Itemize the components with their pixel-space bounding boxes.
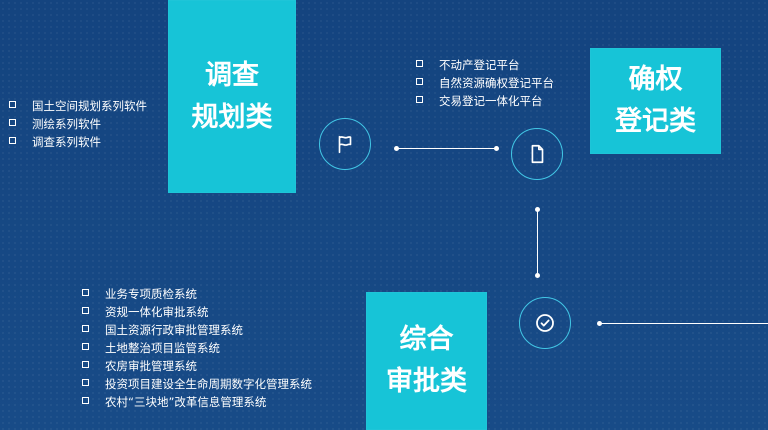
approval-item-text: 国土资源行政审批管理系统 (105, 323, 243, 337)
square-bullet-icon (82, 289, 89, 296)
list-item: 国土资源行政审批管理系统 (82, 321, 312, 339)
connector-dot (494, 146, 499, 151)
list-item: 自然资源确权登记平台 (416, 74, 554, 92)
square-bullet-icon (82, 343, 89, 350)
survey-software-list: 国土空间规划系列软件 测绘系列软件 调查系列软件 (9, 97, 147, 151)
connector-dot (394, 146, 399, 151)
connector-line (397, 148, 496, 149)
approval-item-text: 业务专项质检系统 (105, 287, 197, 301)
list-item: 农房审批管理系统 (82, 357, 312, 375)
survey-card-title-line1: 调查 (205, 59, 259, 91)
document-icon (526, 143, 548, 165)
comprehensive-approval-card: 综合 审批类 (366, 292, 487, 430)
register-card-title-line1: 确权 (628, 64, 683, 95)
survey-planning-card: 调查 规划类 (168, 0, 296, 193)
square-bullet-icon (9, 137, 16, 144)
survey-item-text: 测绘系列软件 (32, 117, 101, 131)
approval-card-title-line2: 审批类 (386, 366, 467, 397)
square-bullet-icon (82, 325, 89, 332)
connector-dot (597, 321, 602, 326)
list-item: 业务专项质检系统 (82, 285, 312, 303)
approval-item-text: 农房审批管理系统 (105, 359, 197, 373)
square-bullet-icon (416, 96, 423, 103)
square-bullet-icon (82, 379, 89, 386)
approval-item-text: 土地整治项目监管系统 (105, 341, 220, 355)
approval-system-list: 业务专项质检系统 资规一体化审批系统 国土资源行政审批管理系统 土地整治项目监管… (82, 285, 312, 411)
list-item: 不动产登记平台 (416, 56, 554, 74)
approval-card-title-line1: 综合 (399, 324, 454, 355)
list-item: 国土空间规划系列软件 (9, 97, 147, 115)
list-item: 农村“三块地”改革信息管理系统 (82, 393, 312, 411)
connector-line (537, 209, 538, 275)
flag-icon (334, 133, 356, 155)
list-item: 资规一体化审批系统 (82, 303, 312, 321)
document-node (511, 128, 563, 180)
list-item: 交易登记一体化平台 (416, 92, 554, 110)
survey-item-text: 调查系列软件 (32, 135, 101, 149)
approval-item-text: 投资项目建设全生命周期数字化管理系统 (105, 377, 312, 391)
list-item: 投资项目建设全生命周期数字化管理系统 (82, 375, 312, 393)
connector-dot (535, 207, 540, 212)
square-bullet-icon (82, 307, 89, 314)
register-item-text: 不动产登记平台 (439, 58, 520, 72)
square-bullet-icon (416, 78, 423, 85)
registration-platform-list: 不动产登记平台 自然资源确权登记平台 交易登记一体化平台 (416, 56, 554, 110)
list-item: 调查系列软件 (9, 133, 147, 151)
register-card-title-line2: 登记类 (615, 106, 696, 137)
check-icon (533, 311, 557, 335)
rights-registration-card: 确权 登记类 (590, 48, 721, 154)
survey-card-title-line2: 规划类 (191, 101, 273, 133)
square-bullet-icon (82, 397, 89, 404)
approval-item-text: 农村“三块地”改革信息管理系统 (105, 395, 267, 409)
survey-item-text: 国土空间规划系列软件 (32, 99, 147, 113)
flag-node (319, 118, 371, 170)
register-item-text: 交易登记一体化平台 (439, 94, 543, 108)
square-bullet-icon (416, 60, 423, 67)
connector-dot (535, 273, 540, 278)
square-bullet-icon (9, 119, 16, 126)
list-item: 测绘系列软件 (9, 115, 147, 133)
list-item: 土地整治项目监管系统 (82, 339, 312, 357)
connector-line (600, 323, 768, 324)
square-bullet-icon (9, 101, 16, 108)
register-item-text: 自然资源确权登记平台 (439, 76, 554, 90)
check-node (519, 297, 571, 349)
approval-item-text: 资规一体化审批系统 (105, 305, 209, 319)
square-bullet-icon (82, 361, 89, 368)
